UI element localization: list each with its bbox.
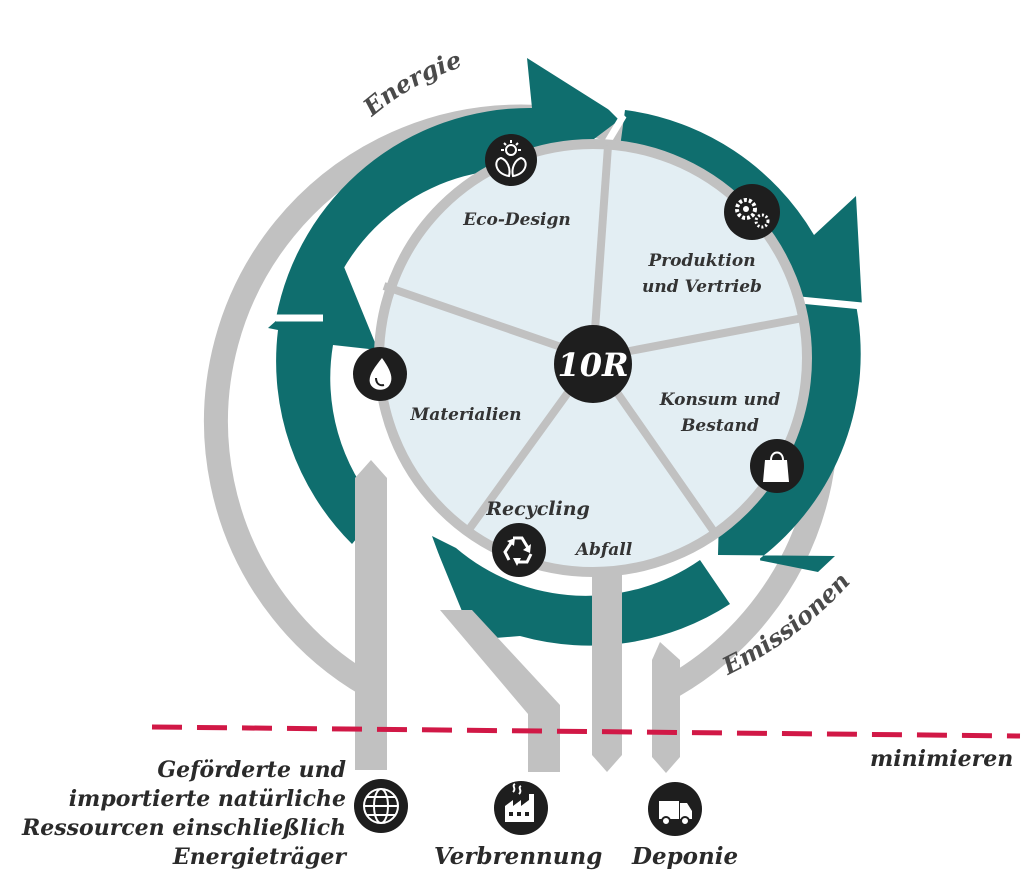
cycle-arrow-bottom: [432, 536, 730, 646]
sun-leaf-icon: [485, 134, 537, 186]
sector-label-konsum-2: Bestand: [680, 416, 759, 436]
sector-label-konsum-1: Konsum und: [659, 390, 781, 410]
truck-icon: [648, 782, 702, 836]
center-circle: [554, 325, 632, 403]
cycle-arrow-left: [268, 262, 380, 544]
sector-label-recycling: Recycling: [485, 498, 590, 520]
flow-pipes: [355, 460, 680, 773]
center-label: 10R: [557, 346, 628, 384]
ressourcen-line-4: Energieträger: [172, 844, 346, 870]
verbrennung-label: Verbrennung: [434, 843, 603, 870]
landfill-pipe: [592, 568, 622, 772]
energie-label: Energie: [357, 45, 465, 122]
resource-pipe-cap: [355, 460, 387, 478]
sector-label-eco-design: Eco-Design: [462, 210, 571, 230]
sector-label-produktion-2: und Vertrieb: [642, 277, 762, 297]
ressourcen-line-2: importierte natürliche: [68, 786, 346, 812]
globe-icon: [354, 779, 408, 833]
ressourcen-label: Geförderte und importierte natürliche Re…: [18, 756, 346, 872]
gears-icon: [724, 184, 780, 240]
deponie-label: Deponie: [632, 843, 739, 870]
sector-label-materialien: Materialien: [409, 405, 521, 425]
cycle-arrow-top: [276, 58, 622, 318]
factory-icon: [494, 781, 548, 835]
shopping-bag-icon: [750, 439, 804, 493]
water-drop-icon: [353, 347, 407, 401]
recycle-icon: [492, 523, 546, 577]
abfall-label: Abfall: [574, 540, 633, 560]
minimize-threshold-line: [151, 724, 1021, 739]
ressourcen-line-3: Ressourcen einschließlich: [21, 815, 346, 841]
sector-label-produktion-1: Produktion: [647, 251, 755, 271]
minimieren-label: minimieren: [870, 746, 1014, 772]
ressourcen-line-1: Geförderte und: [157, 757, 346, 783]
resource-pipe: [355, 478, 387, 770]
emission-pipe: [652, 642, 680, 773]
